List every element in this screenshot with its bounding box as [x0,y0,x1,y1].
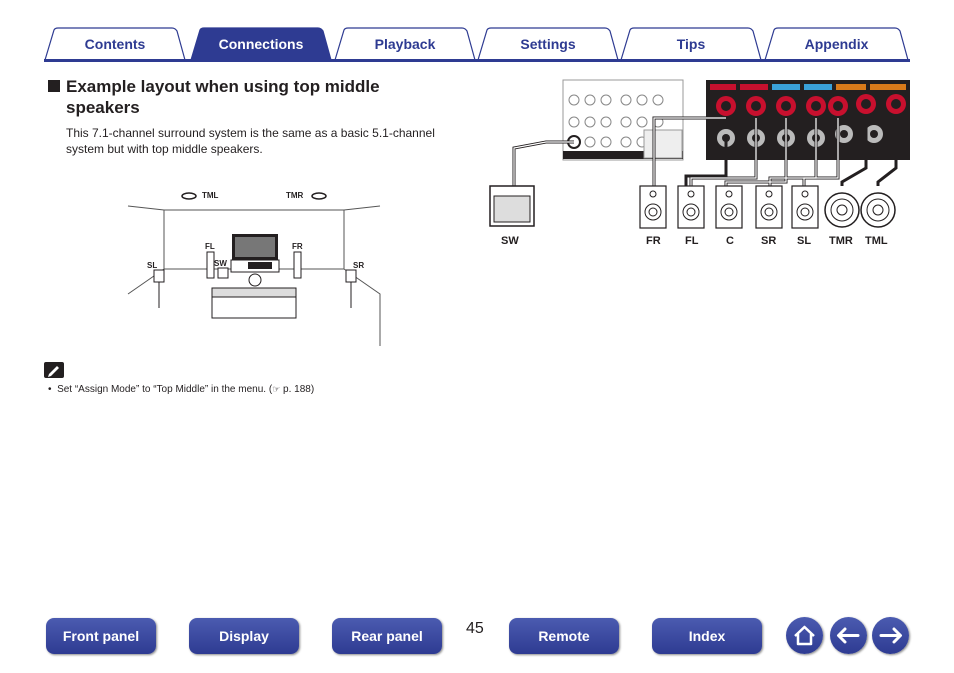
tab-label: Playback [374,35,436,52]
forward-button[interactable] [872,617,909,654]
tmr-speaker-icon [311,192,327,200]
tab-label: Appendix [804,35,869,52]
tab-shape [190,27,332,60]
note-text: • Set “Assign Mode” to “Top Middle” in t… [48,384,314,395]
tml-speaker-icon [181,192,197,200]
page-number: 45 [466,620,484,637]
tab-label: Tips [676,35,706,52]
label-sl: SL [797,235,812,247]
receiver-icon [248,262,272,269]
note-pencil-icon [44,362,64,378]
label-fr: FR [292,242,303,251]
back-button[interactable] [830,617,867,654]
rear-panel-button[interactable]: Rear panel [332,618,442,654]
fl-speaker-icon [206,251,215,279]
label-sl: SL [147,261,158,270]
label-fl: FL [205,242,215,251]
tab-tips[interactable]: Tips [620,27,762,60]
tab-settings[interactable]: Settings [477,27,619,60]
sw-speaker-icon [217,267,229,279]
front-panel-button[interactable]: Front panel [46,618,156,654]
tab-appendix[interactable]: Appendix [764,27,909,60]
label-tml: TML [202,191,219,200]
note-page-ref[interactable]: p. 188) [280,384,315,395]
label-tmr: TMR [286,191,304,200]
tab-label: Contents [84,35,146,52]
label-fl: FL [685,235,699,247]
listener-icon [248,273,262,287]
label-tml: TML [865,235,888,247]
rear-panel-speakers [706,80,910,160]
label-sw: SW [501,235,519,247]
room-layout-diagram [127,192,381,346]
display-button[interactable]: Display [189,618,299,654]
tab-shape [477,27,619,60]
connection-diagram [489,79,910,229]
section-heading: Example layout when using top middle spe… [48,76,448,118]
tab-contents[interactable]: Contents [44,27,186,60]
tab-playback[interactable]: Playback [334,27,476,60]
label-sr: SR [353,261,365,270]
sl-speaker-icon [153,269,165,283]
tab-shape [44,27,186,60]
label-tmr: TMR [829,235,853,247]
index-button[interactable]: Index [652,618,762,654]
heading-square-icon [48,80,60,92]
tab-underline [44,59,910,62]
home-button[interactable] [786,617,823,654]
label-sr: SR [761,235,777,247]
label-fr: FR [646,235,661,247]
tab-bar: Contents Connections Playback Settings T… [44,27,910,61]
sr-speaker-icon [345,269,357,283]
label-c: C [726,235,734,247]
tab-shape [764,27,909,60]
tab-connections[interactable]: Connections [190,27,332,60]
page-ref-icon[interactable]: ☞ [272,384,281,394]
tab-label: Settings [520,35,576,52]
label-sw: SW [214,259,227,268]
tab-shape [620,27,762,60]
section-body: This 7.1-channel surround system is the … [66,126,435,156]
heading-line1: Example layout when using top middle [66,77,380,96]
tab-label: Connections [218,35,304,52]
tab-shape [334,27,476,60]
note-bullet: • [48,384,58,395]
arrow-right-icon [879,627,902,644]
remote-button[interactable]: Remote [509,618,619,654]
note-body: Set “Assign Mode” to “Top Middle” in the… [57,384,273,395]
arrow-left-icon [837,627,860,644]
heading-line2: speakers [66,98,140,117]
fr-speaker-icon [293,251,302,279]
home-icon [794,625,815,646]
speaker-terminal-row [710,84,906,147]
